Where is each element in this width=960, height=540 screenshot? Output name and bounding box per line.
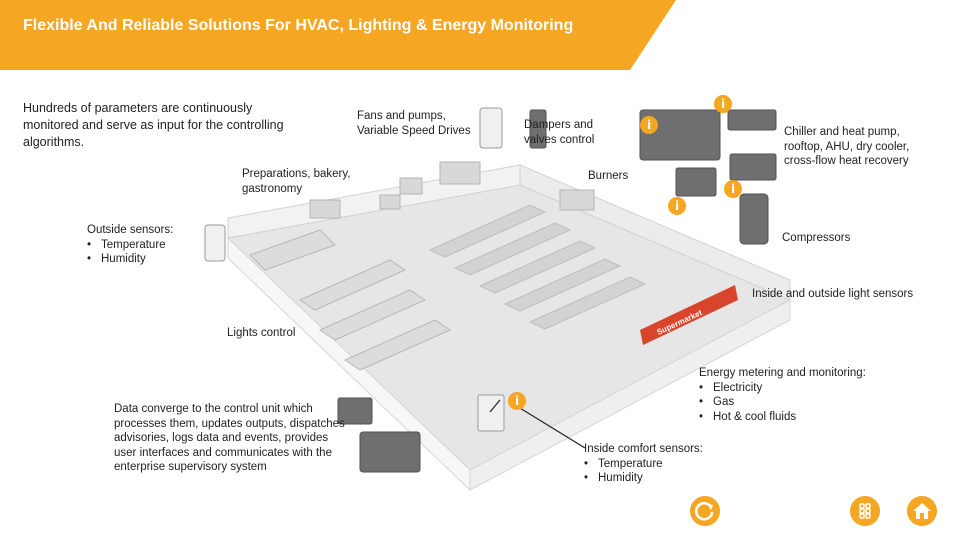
burners-label: Burners xyxy=(588,170,629,182)
preparations-label: Preparations, bakery, gastronomy xyxy=(242,168,351,195)
info-icon[interactable]: i xyxy=(668,197,686,215)
list-item: Gas xyxy=(699,395,899,410)
info-icon[interactable]: i xyxy=(508,392,526,410)
chiller-label: Chiller and heat pump, rooftop, AHU, dry… xyxy=(784,126,910,167)
list-item: Temperature xyxy=(584,457,734,472)
banner-shape xyxy=(0,0,676,70)
link-button[interactable] xyxy=(850,496,880,526)
comfort-list: Temperature Humidity xyxy=(584,457,734,486)
info-icon[interactable]: i xyxy=(714,95,732,113)
dampers-label: Dampers and valves control xyxy=(524,119,595,146)
intro-text: Hundreds of parameters are continuously … xyxy=(23,101,284,149)
fans-label: Fans and pumps, Variable Speed Drives xyxy=(357,110,471,137)
list-item: Humidity xyxy=(584,471,734,486)
energy-metering: Energy metering and monitoring: Electric… xyxy=(699,366,899,424)
page-title: Flexible And Reliable Solutions For HVAC… xyxy=(23,17,574,34)
light-sensors-label: Inside and outside light sensors xyxy=(752,288,914,300)
outside-sensors-list: Temperature Humidity xyxy=(87,238,207,267)
list-item: Electricity xyxy=(699,381,899,396)
list-item: Temperature xyxy=(87,238,207,253)
home-icon xyxy=(913,503,931,519)
comfort-sensors: Inside comfort sensors: Temperature Humi… xyxy=(584,442,734,486)
energy-list: Electricity Gas Hot & cool fluids xyxy=(699,381,899,425)
refresh-icon xyxy=(694,501,714,521)
outside-sensors-title: Outside sensors: xyxy=(87,224,174,236)
info-icon[interactable]: i xyxy=(724,180,742,198)
lights-control-label: Lights control xyxy=(227,327,296,339)
info-icon[interactable]: i xyxy=(640,116,658,134)
compressors-label: Compressors xyxy=(782,232,851,244)
comfort-title: Inside comfort sensors: xyxy=(584,443,703,455)
list-item: Hot & cool fluids xyxy=(699,410,899,425)
energy-title: Energy metering and monitoring: xyxy=(699,367,866,379)
data-converge-label: Data converge to the control unit which … xyxy=(114,403,345,473)
refresh-button[interactable] xyxy=(690,496,720,526)
list-item: Humidity xyxy=(87,252,207,267)
outside-sensors: Outside sensors: Temperature Humidity xyxy=(87,223,207,267)
link-icon xyxy=(859,503,871,519)
home-button[interactable] xyxy=(907,496,937,526)
